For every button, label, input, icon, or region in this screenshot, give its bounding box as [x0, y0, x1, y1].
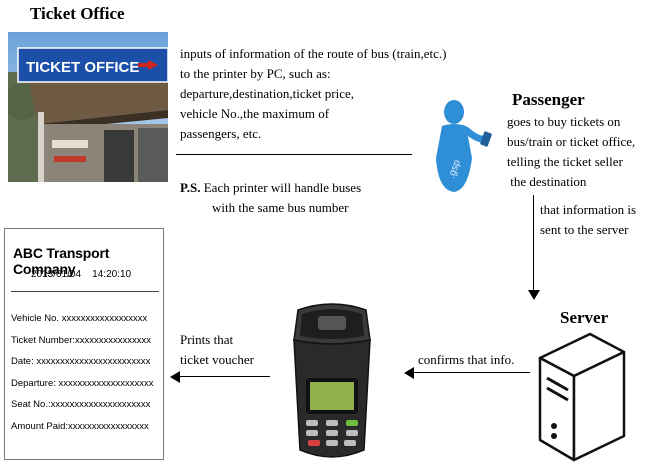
receipt-line: Amount Paid:xxxxxxxxxxxxxxxxx [11, 421, 149, 432]
receipt-line: Ticket Number:xxxxxxxxxxxxxxxx [11, 335, 152, 346]
passenger-line: bus/train or ticket office, [507, 134, 636, 149]
inputs-line: vehicle No.,the maximum of [180, 106, 330, 121]
receipt-datetime: 2013/01/04 14:20:10 [31, 269, 132, 280]
ticket-office-photo: TICKET OFFICE [8, 32, 168, 182]
arrow-left-icon [170, 371, 180, 383]
person-icon: .gsp [436, 100, 492, 192]
sent-to-server-note: that information is sent to the server [540, 200, 659, 240]
receipt-divider [11, 291, 159, 292]
receipt-line: Seat No.:xxxxxxxxxxxxxxxxxxxxx [11, 399, 151, 410]
arrow-left-icon [404, 367, 414, 379]
ps-line: Each printer will handle buses [203, 180, 362, 195]
arrow-to-printer [414, 372, 530, 373]
inputs-line: inputs of information of the route of bu… [180, 46, 447, 61]
passenger-heading: Passenger [512, 90, 585, 109]
prints-line: Prints that [180, 332, 234, 347]
inputs-line: departure,destination,ticket price, [180, 86, 354, 101]
sign-arrow-icon [148, 60, 158, 70]
ps-label: P.S. [180, 180, 201, 195]
printer-screen [310, 382, 354, 410]
receipt-company: ABC Transport Company [13, 245, 110, 277]
confirms-text: confirms that info. [418, 352, 515, 367]
passenger-line: telling the ticket seller [507, 154, 623, 169]
prints-note: Prints that ticket voucher [180, 330, 290, 370]
server-icon [534, 330, 630, 464]
ps-line: with the same bus number [212, 200, 349, 215]
inputs-line: passengers, etc. [180, 126, 262, 141]
prints-line: ticket voucher [180, 352, 254, 367]
arrow-to-server [533, 195, 534, 293]
separator-line [176, 154, 412, 155]
ticket-office-sign-text: TICKET OFFICE [26, 59, 139, 76]
receipt-line: Date: xxxxxxxxxxxxxxxxxxxxxxxx [11, 356, 151, 367]
ticket-office-heading: Ticket Office [30, 4, 125, 23]
arrow-down-icon [528, 290, 540, 300]
arrow-to-receipt [180, 376, 270, 377]
passenger-line: the destination [507, 174, 587, 189]
sent-line: sent to the server [540, 222, 629, 237]
inputs-description: inputs of information of the route of bu… [180, 44, 500, 144]
server-heading: Server [560, 308, 609, 327]
ticket-receipt: ABC Transport Company 2013/01/04 14:20:1… [4, 228, 164, 460]
inputs-line: to the printer by PC, such as: [180, 66, 331, 81]
sent-line: that information is [540, 202, 637, 217]
passenger-line: goes to buy tickets on [507, 114, 621, 129]
receipt-line: Departure: xxxxxxxxxxxxxxxxxxxx [11, 378, 154, 389]
receipt-line: Vehicle No. xxxxxxxxxxxxxxxxxx [11, 313, 148, 324]
passenger-figure: .gsp [428, 96, 500, 196]
ps-note: P.S. Each printer will handle buses with… [180, 178, 420, 218]
ticket-printer [284, 300, 380, 470]
passenger-description: goes to buy tickets on bus/train or tick… [507, 112, 657, 192]
